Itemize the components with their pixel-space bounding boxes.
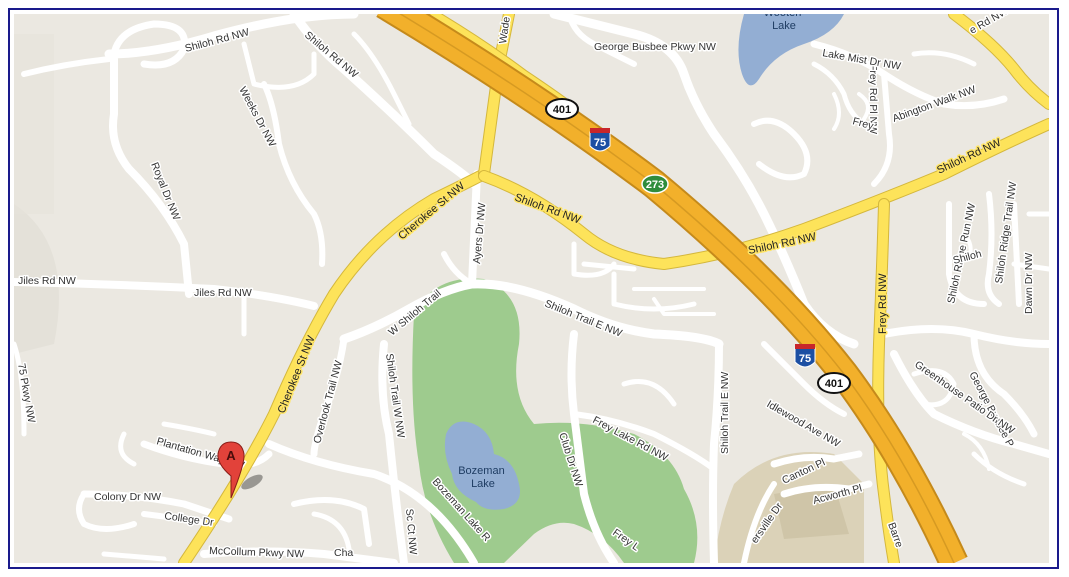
ga273-shield-text: 273 (646, 179, 664, 191)
label-mccollum: McCollum Pkwy NW (209, 545, 305, 560)
ga401-shield-top-text: 401 (553, 104, 571, 116)
wooten-lake (738, 14, 844, 86)
wooten-lake-label-line2: Lake (772, 20, 796, 32)
ga401-shield-bottom: 401 (817, 372, 851, 394)
marker-label: A (226, 448, 236, 463)
wooten-lake-label-line1: Wooten (764, 14, 802, 19)
label-frey-rd-pl: Frey Rd Pl NW (867, 64, 879, 134)
shiloh-rd-road (479, 119, 1049, 269)
label-colony-dr: Colony Dr NW (94, 491, 161, 503)
label-shiloh-trail-e-vertical: Shiloh Trail E NW (719, 372, 731, 454)
ga273-shield: 273 (641, 174, 669, 194)
i75-shield-top-text: 75 (594, 137, 606, 149)
ga401-shield-bottom-text: 401 (825, 378, 843, 390)
label-jiles-rd-1: Jiles Rd NW (18, 275, 76, 287)
bozeman-lake (444, 421, 520, 510)
terrain-shade-2 (14, 34, 54, 214)
top-right-road (949, 14, 1049, 109)
label-george-busbee: George Busbee Pkwy NW (594, 41, 716, 53)
i75-shield-bottom: 75 (794, 344, 816, 368)
label-cha: Cha (334, 547, 353, 559)
label-wade: Wade (497, 16, 513, 45)
label-dawn-dr: Dawn Dr NW (1023, 253, 1035, 314)
label-frey-rd: Frey Rd NW (877, 273, 889, 334)
marker-a[interactable]: A (217, 441, 265, 499)
bozeman-lake-label: Bozeman Lake (458, 465, 508, 490)
bozeman-lake-label-line2: Lake (471, 478, 495, 490)
cherokee-st-road (179, 169, 489, 563)
marker-pin[interactable] (217, 441, 245, 499)
bozeman-lake-label-line1: Bozeman (458, 465, 504, 477)
map-svg[interactable]: Bozeman Lake Wooten Lake (14, 14, 1049, 563)
map-canvas[interactable]: Bozeman Lake Wooten Lake (14, 14, 1049, 563)
interstate-75 (376, 14, 968, 563)
wooten-lake-label: Wooten Lake (764, 14, 805, 32)
ga401-shield-top: 401 (545, 98, 579, 120)
label-sc-ct: Sc Ct NW (403, 508, 419, 555)
campus-building (774, 484, 849, 539)
i75-shield-top: 75 (589, 128, 611, 152)
label-jiles-rd-2: Jiles Rd NW (194, 287, 252, 299)
minor-roads (14, 14, 1049, 563)
i75-shield-bottom-text: 75 (799, 353, 811, 365)
